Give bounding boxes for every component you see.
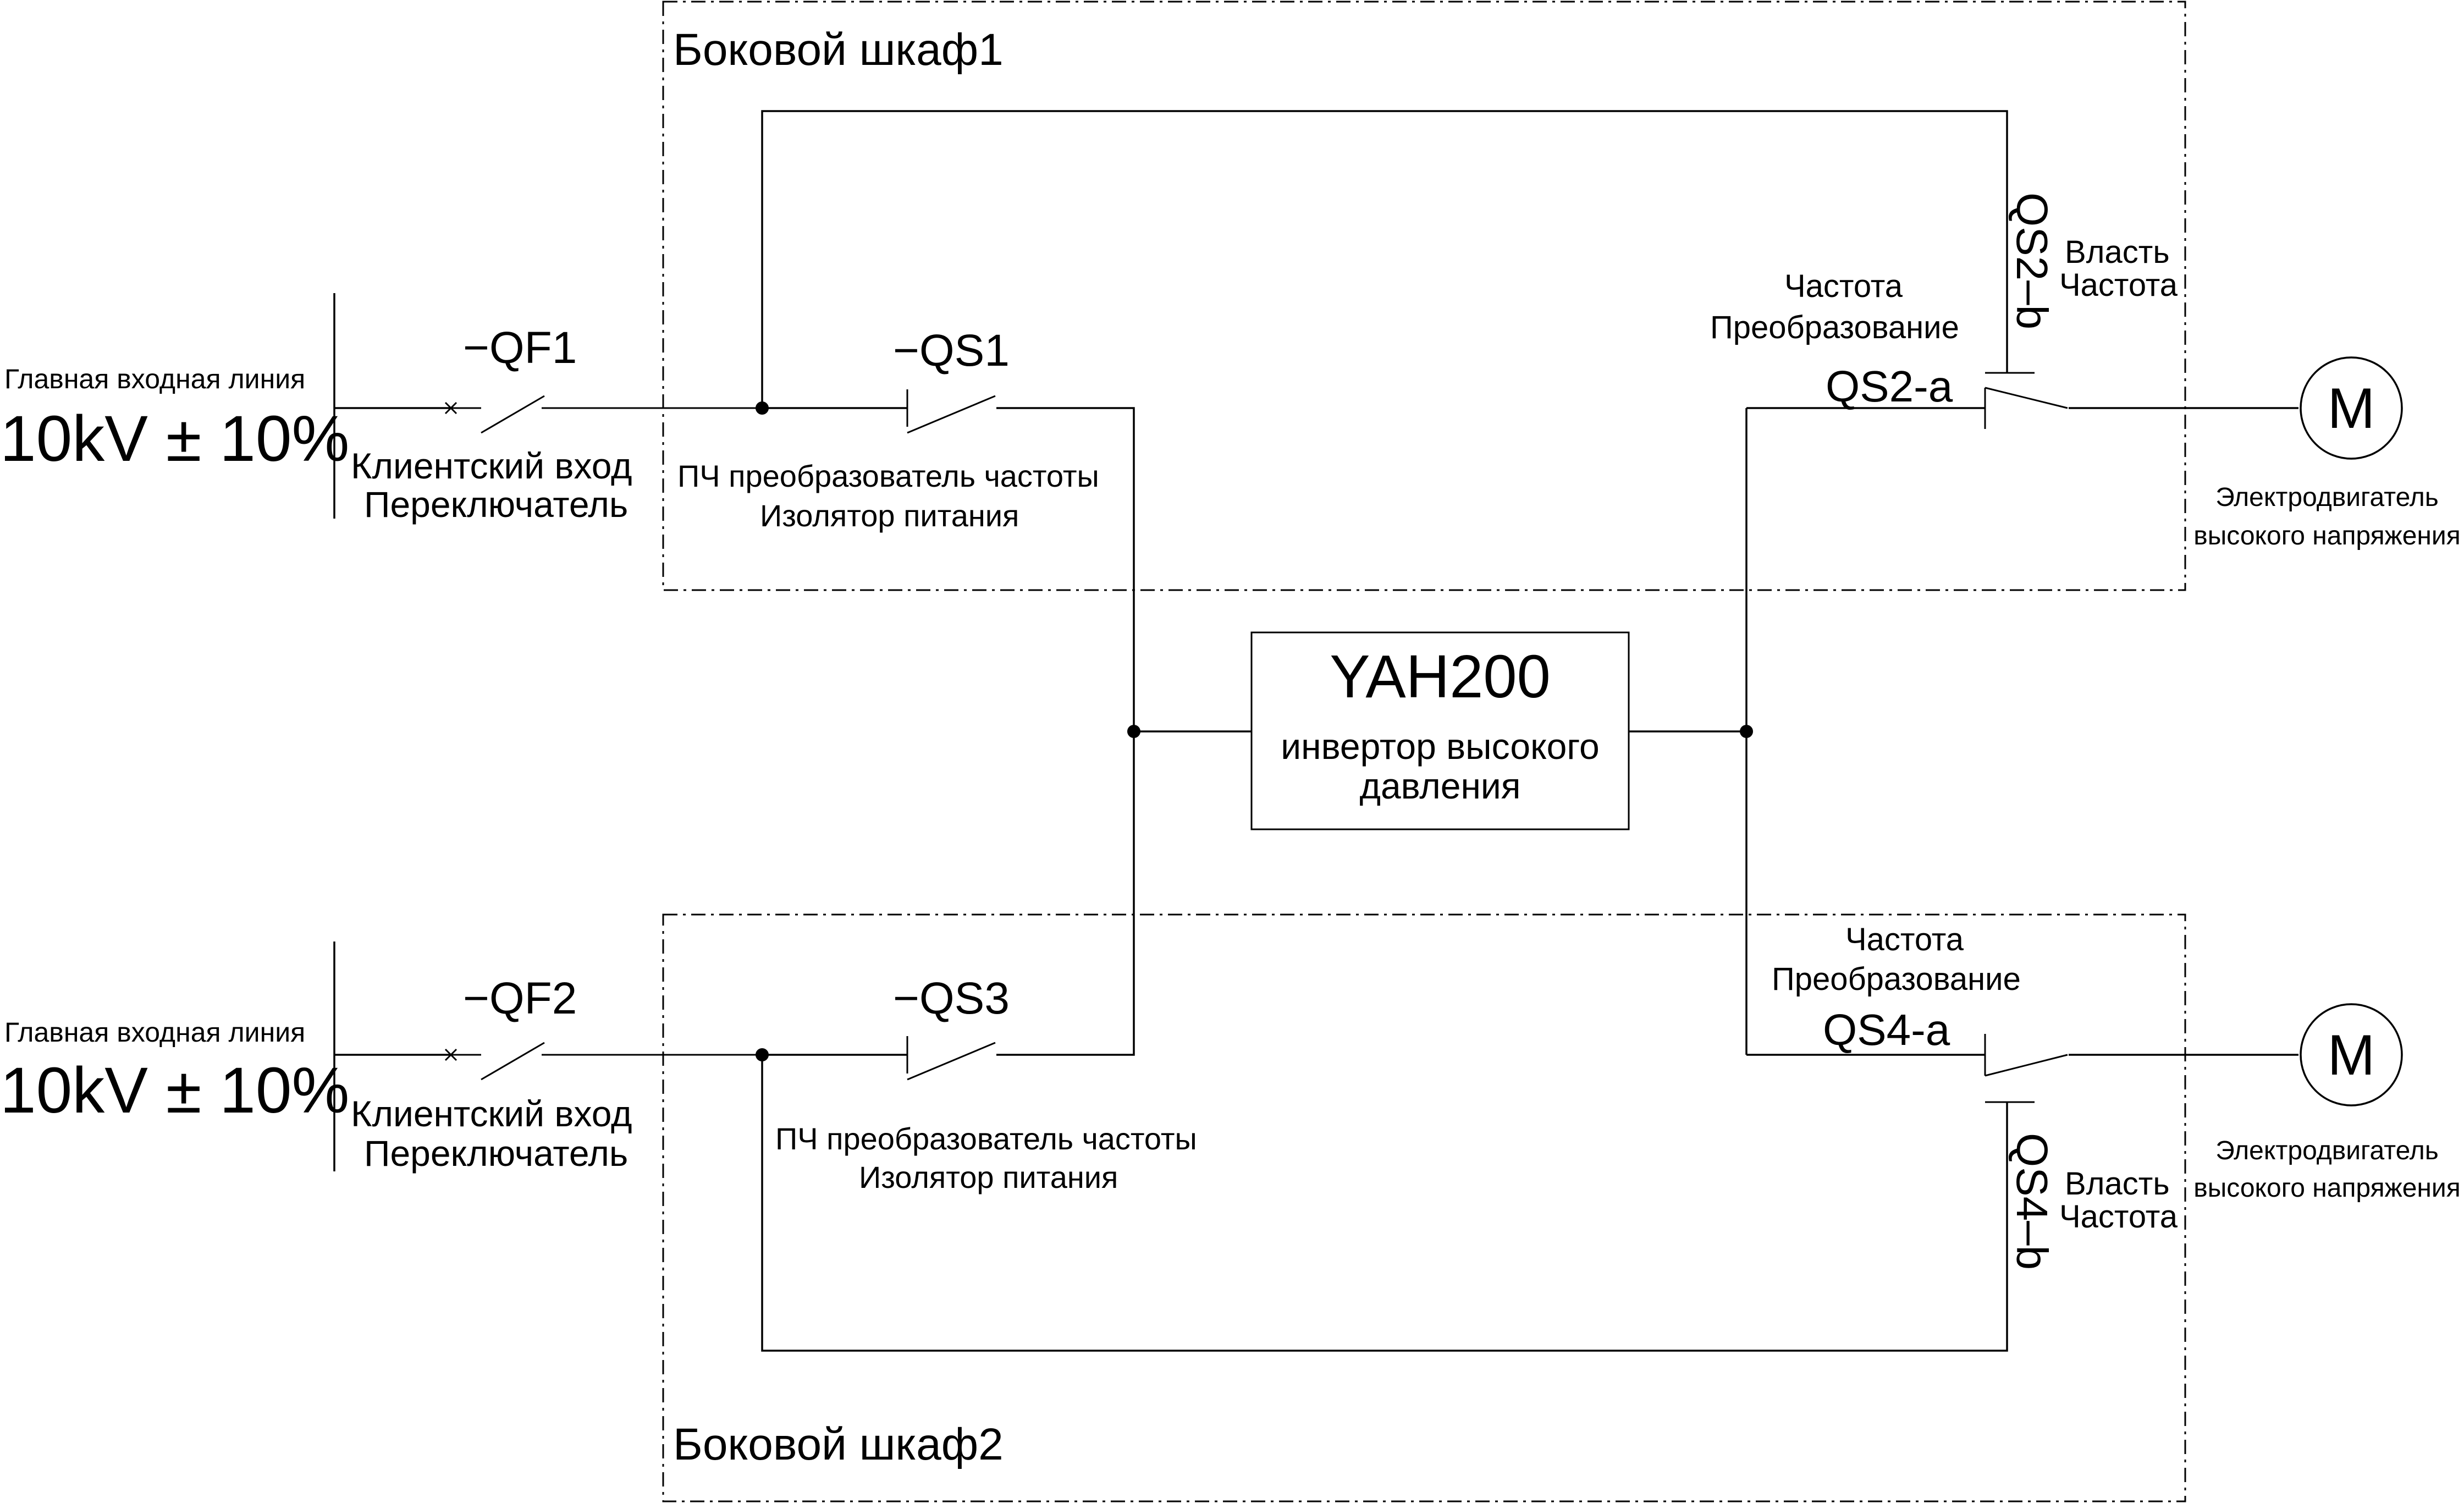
isolator-qs3-label-2: Изолятор питания — [859, 1160, 1118, 1194]
breaker-qf2-id: −QF2 — [463, 973, 577, 1023]
inverter-label-2: давления — [1359, 766, 1520, 806]
switch-qs2b-id: QS2–b — [2008, 192, 2057, 329]
breaker-qf2-symbol — [444, 1042, 762, 1081]
switch-qs4b-label-2: Частота — [2059, 1199, 2178, 1235]
isolator-qs3-symbol — [762, 731, 1135, 1081]
motor-1-icon — [2300, 356, 2403, 460]
switch-qs2b-label-2: Частота — [2059, 267, 2178, 303]
motor-1-label-2: высокого напряжения — [2193, 521, 2460, 550]
switch-qs4a-id: QS4-a — [1823, 1005, 1950, 1054]
switch-qs2-symbol — [1746, 165, 2298, 429]
motor-2-icon — [2300, 1003, 2403, 1106]
motor-2-symbol: M — [2328, 1023, 2375, 1087]
isolator-qs1-label-2: Изолятор питания — [760, 498, 1019, 533]
input-circuit-1: Главная входная линия 10kV ± 10% −QF1 Кл… — [0, 293, 762, 525]
isolator-qs3-label-1: ПЧ преобразователь частоты — [775, 1121, 1197, 1156]
motor-1-symbol: M — [2328, 377, 2375, 441]
breaker-qf2-label-1: Клиентский вход — [351, 1093, 632, 1134]
switch-qs2a-label-1: Частота — [1784, 268, 1903, 304]
side-cabinet-1-label: Боковой шкаф1 — [673, 25, 1004, 75]
breaker-qf1-label-1: Клиентский вход — [351, 445, 632, 486]
input-line-2-label: Главная входная линия — [4, 1017, 305, 1048]
side-cabinet-1-boundary — [662, 1, 2186, 591]
isolator-qs1-id: −QS1 — [893, 326, 1010, 376]
input-2-voltage: 10kV ± 10% — [0, 1054, 349, 1127]
motor-1-label-1: Электродвигатель — [2215, 483, 2438, 512]
isolator-qs3-id: −QS3 — [893, 973, 1010, 1023]
isolator-qs1-symbol — [762, 389, 1135, 731]
switch-qs4-symbol — [1746, 1034, 2298, 1265]
side-cabinet-2-boundary — [662, 913, 2186, 1502]
motor-2-label-2: высокого напряжения — [2193, 1174, 2460, 1203]
inverter-model: YAH200 — [1330, 643, 1551, 711]
bypass-wire-bottom — [761, 1055, 2008, 1352]
input-line-1-label: Главная входная линия — [4, 364, 305, 394]
breaker-qf1-symbol — [444, 395, 762, 434]
breaker-qf1-id: −QF1 — [463, 323, 577, 373]
input-circuit-2: Главная входная линия 10kV ± 10% −QF2 Кл… — [0, 942, 762, 1174]
breaker-qf2-label-2: Переключатель — [364, 1133, 628, 1174]
motor-2-label-1: Электродвигатель — [2215, 1136, 2438, 1165]
side-cabinet-2-label: Боковой шкаф2 — [673, 1419, 1004, 1469]
input-1-voltage: 10kV ± 10% — [0, 403, 349, 475]
switch-qs4a-label-1: Частота — [1845, 922, 1964, 957]
switch-qs4a-label-2: Преобразование — [1772, 961, 2021, 997]
switch-qs2a-label-2: Преобразование — [1710, 310, 1959, 345]
breaker-qf1-label-2: Переключатель — [364, 484, 628, 525]
switch-qs4b-id: QS4–b — [2008, 1133, 2057, 1270]
switch-qs4b-label-1: Власть — [2065, 1166, 2170, 1202]
isolator-qs1-label-1: ПЧ преобразователь частоты — [677, 459, 1099, 493]
bypass-wire-top — [761, 110, 2008, 408]
switch-qs2a-id: QS2-a — [1826, 362, 1953, 411]
switch-qs2b-label-1: Власть — [2065, 234, 2170, 270]
inverter-label-1: инвертор высокого — [1281, 726, 1599, 767]
